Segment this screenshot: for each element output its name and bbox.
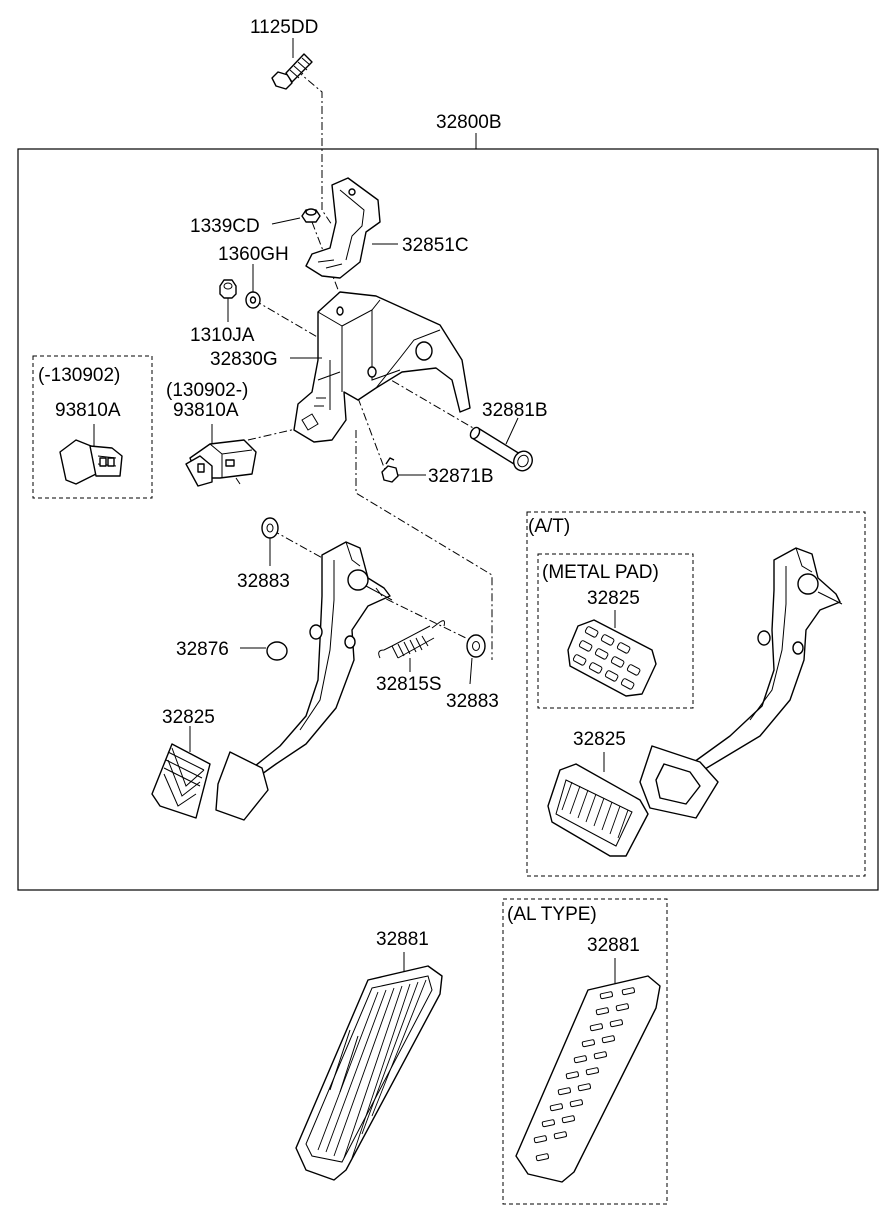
pad-32825-at: [547, 763, 649, 857]
spring-32815S: [378, 620, 445, 659]
bolt-axis-line: [295, 69, 333, 226]
label-accel-pedal-al-32881: 32881: [587, 935, 640, 956]
pad-32825-left: [151, 743, 211, 819]
spring-axis-line: [371, 591, 471, 641]
switch-new-93810A: [185, 439, 257, 487]
label-stopper-32876: 32876: [176, 639, 229, 660]
label-group-at: (A/T): [528, 516, 570, 537]
pad-32825-metal: [567, 619, 657, 697]
brake-pedal-foot: [215, 751, 269, 821]
at-group-box: [526, 511, 866, 877]
label-nut-1339CD: 1339CD: [190, 216, 260, 237]
label-group-old-switch: (-130902): [38, 365, 120, 386]
pedal-axis-line: [355, 430, 493, 660]
label-pin-32881B: 32881B: [482, 400, 548, 421]
nut-1310JA: [219, 279, 237, 299]
accel-pedal-al-32881: [515, 975, 661, 1183]
label-bushing-32883-top: 32883: [237, 571, 290, 592]
at-pedal-foot: [639, 745, 719, 819]
label-bracket-32830G: 32830G: [210, 349, 278, 370]
label-bolt-32871B: 32871B: [428, 466, 494, 487]
label-bolt-1125DD: 1125DD: [250, 17, 318, 38]
washer-1360GH: [245, 291, 261, 309]
label-pad-32825-left: 32825: [162, 707, 215, 728]
old-switch-group-box: [32, 355, 153, 499]
brake-pedal-arm: [249, 541, 393, 781]
label-bracket-32851C: 32851C: [402, 235, 469, 256]
label-washer-1360GH: 1360GH: [218, 244, 289, 265]
label-group-new-switch: (130902-): [166, 380, 248, 401]
stopper-32876: [266, 641, 288, 661]
label-pad-32825-metal: 32825: [587, 588, 640, 609]
bracket-32830G: [293, 291, 471, 443]
label-pad-32825-at: 32825: [573, 729, 626, 750]
at-pedal-arm: [693, 547, 843, 773]
nut-axis-line: [311, 221, 343, 301]
label-accel-pedal-32881: 32881: [376, 929, 429, 950]
metal-pad-group-box: [537, 553, 694, 709]
label-switch-old-93810A: 93810A: [55, 400, 121, 421]
label-switch-new-93810A: 93810A: [173, 400, 239, 421]
label-bushing-32883-bottom: 32883: [446, 691, 499, 712]
label-nut-1310JA: 1310JA: [190, 325, 255, 346]
label-group-metal-pad: (METAL PAD): [542, 562, 659, 583]
label-assembly-32800B: 32800B: [436, 112, 502, 133]
nut-1339CD-leader: [271, 217, 301, 225]
bushing-32883-bottom: [466, 634, 486, 658]
label-spring-32815S: 32815S: [376, 674, 442, 695]
pin-32881B-leader: [505, 417, 519, 445]
assembly-frame: [17, 148, 879, 891]
al-type-group-box: [502, 898, 668, 1205]
switch-old-93810A: [59, 439, 123, 485]
pin-32881B: [469, 426, 533, 472]
label-group-al-type: (AL TYPE): [507, 904, 597, 925]
stopper-axis-line: [357, 397, 386, 471]
nut-1339CD: [301, 208, 321, 223]
bushing-32883-top: [261, 517, 279, 539]
bracket-32851C: [305, 177, 381, 279]
bushing-bottom-leader: [469, 657, 473, 685]
bolt-32871B: [381, 457, 399, 483]
switch-axis-line: [247, 427, 301, 441]
bolt-1125DD: [271, 53, 313, 90]
accel-pedal-32881: [295, 965, 443, 1181]
